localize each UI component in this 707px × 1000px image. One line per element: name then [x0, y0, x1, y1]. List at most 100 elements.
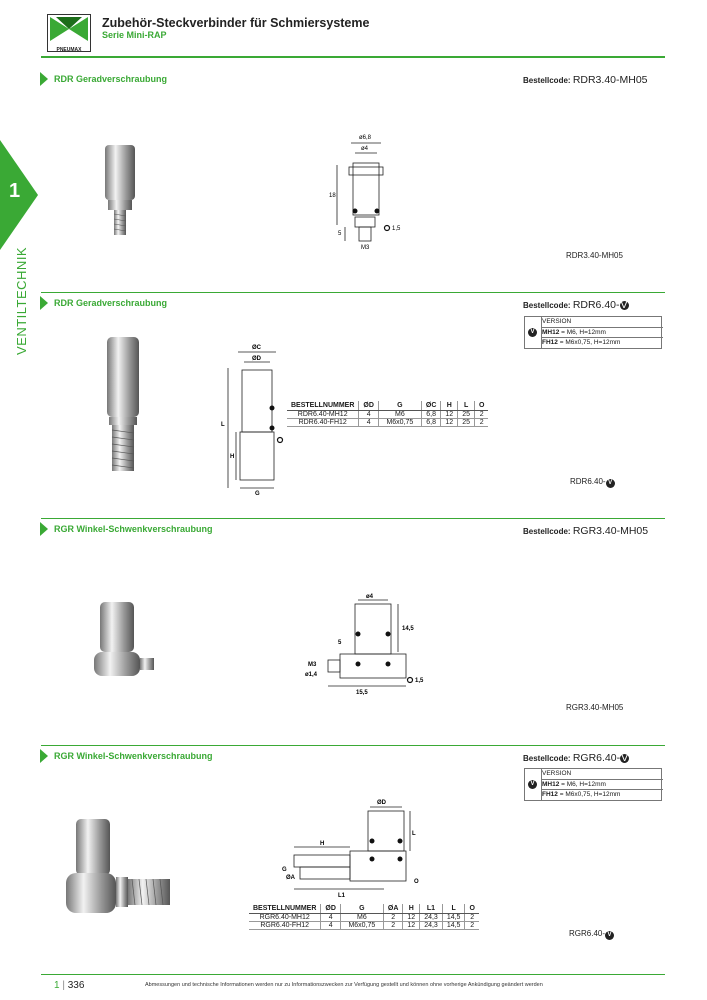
section-arrow: [40, 749, 48, 763]
dim-label: L1: [338, 893, 346, 899]
section-arrow: [40, 296, 48, 310]
footer-note: Abmessungen und technische Informationen…: [145, 982, 543, 988]
dim-label: O: [414, 879, 419, 885]
figure-caption: RGR3.40-MH05: [566, 703, 624, 712]
table-header: H: [440, 401, 458, 411]
technical-drawing: ØD H L G ØA L1 O: [280, 795, 430, 905]
chapter-label: VENTILTECHNIK: [14, 246, 29, 355]
section-arrow: [40, 522, 48, 536]
version-header: VERSION: [542, 318, 572, 325]
table-header: BESTELLNUMMER: [249, 904, 321, 914]
chapter-tab: [0, 140, 40, 250]
version-symbol: V: [528, 328, 537, 337]
dim-label: ØD: [377, 800, 387, 806]
dim-label: 1,5: [392, 226, 401, 232]
technical-drawing: ø6,8 ø4 18 5 1,5 M3: [325, 125, 415, 260]
version-symbol: V: [620, 752, 630, 764]
product-photo: [100, 140, 140, 245]
table-header: H: [402, 904, 420, 914]
dim-label: 5: [338, 231, 342, 237]
version-symbol: V: [528, 780, 537, 789]
order-code-label: Bestellcode: RDR3.40-MH05: [523, 74, 648, 86]
table-header: ØD: [358, 401, 379, 411]
dim-label: L: [221, 422, 225, 428]
order-code-label: Bestellcode: RDR6.40-V: [523, 299, 629, 311]
product-photo: [90, 598, 160, 688]
page-number: 336: [67, 980, 85, 991]
section-title: RDR Geradverschraubung: [54, 74, 168, 84]
figure-caption: RDR6.40-V: [570, 477, 615, 488]
footer-chapter: 1: [54, 980, 60, 991]
table-header: BESTELLNUMMER: [287, 401, 359, 411]
product-photo: [103, 333, 143, 483]
figure-caption: RGR6.40-V: [569, 929, 615, 940]
table-header: ØC: [420, 401, 441, 411]
spec-table: BESTELLNUMMER ØD G ØA H L1 L O RGR6.40-M…: [249, 904, 479, 930]
footer-page: 1 | 336: [54, 980, 85, 991]
version-symbol: V: [605, 931, 615, 940]
section-title: RGR Winkel-Schwenkverschraubung: [54, 524, 213, 534]
dim-label: ø1,4: [305, 672, 318, 678]
section-divider: [41, 292, 665, 293]
spec-table: BESTELLNUMMER ØD G ØC H L O RDR6.40-MH12…: [287, 401, 489, 427]
dim-label: 1,5: [415, 678, 424, 684]
dim-label: ØA: [286, 875, 296, 881]
table-header: ØD: [320, 904, 341, 914]
dim-label: G: [255, 491, 260, 495]
dim-label: M3: [308, 662, 317, 668]
figure-caption: RDR3.40-MH05: [566, 251, 623, 260]
chapter-number: 1: [9, 180, 21, 202]
dim-label: ØD: [252, 356, 262, 362]
order-code: RDR6.40-: [572, 299, 620, 311]
product-photo: [60, 815, 180, 930]
table-header: L: [457, 401, 475, 411]
dim-label: 15,5: [356, 690, 368, 696]
order-code: RGR3.40-MH05: [572, 525, 649, 537]
dim-label: H: [320, 841, 324, 847]
order-code: RDR3.40-MH05: [572, 74, 648, 86]
table-header: ØA: [382, 904, 403, 914]
dim-label: ø4: [361, 146, 369, 152]
dim-label: ØC: [252, 345, 262, 351]
section-divider: [41, 518, 665, 519]
order-code-label: Bestellcode: RGR6.40-V: [523, 752, 630, 764]
table-header: G: [339, 904, 384, 914]
table-header: G: [377, 401, 422, 411]
version-table: V VERSION MH12 = M6, H=12mm FH12 = M6x0,…: [524, 768, 663, 801]
version-symbol: V: [619, 299, 629, 311]
logo-text: PNEUMAX: [56, 47, 82, 53]
brand-logo: PNEUMAX: [47, 14, 91, 53]
section-divider: [41, 745, 665, 746]
dim-label: M3: [361, 245, 370, 251]
order-code: RGR6.40-: [572, 752, 621, 764]
table-header: L: [441, 904, 465, 914]
version-symbol: V: [605, 479, 615, 488]
dim-label: G: [282, 867, 287, 873]
header-divider: [41, 56, 665, 58]
dim-label: ø4: [366, 594, 374, 600]
section-title: RDR Geradverschraubung: [54, 298, 168, 308]
technical-drawing: ØC ØD L H G: [220, 340, 290, 500]
version-table: V VERSION MH12 = M6, H=12mm FH12 = M6x0,…: [524, 316, 663, 349]
table-header: O: [464, 904, 479, 914]
table-header: O: [473, 401, 489, 411]
table-header: L1: [419, 904, 443, 914]
page-title: Zubehör-Steckverbinder für Schmiersystem…: [102, 16, 370, 30]
page-subtitle: Serie Mini-RAP: [102, 30, 167, 40]
dim-label: 14,5: [402, 626, 414, 632]
dim-label: H: [230, 454, 234, 460]
dim-label: ø6,8: [359, 135, 372, 141]
order-code-label: Bestellcode: RGR3.40-MH05: [523, 525, 649, 537]
section-arrow: [40, 72, 48, 86]
dim-label: 18: [329, 193, 336, 199]
dim-label: 5: [338, 640, 342, 646]
version-header: VERSION: [542, 770, 572, 777]
footer-divider: [41, 974, 665, 975]
dim-label: L: [412, 831, 416, 837]
section-title: RGR Winkel-Schwenkverschraubung: [54, 751, 213, 761]
technical-drawing: ø4 14,5 5 M3 ø1,4 15,5 1,5: [300, 590, 430, 710]
